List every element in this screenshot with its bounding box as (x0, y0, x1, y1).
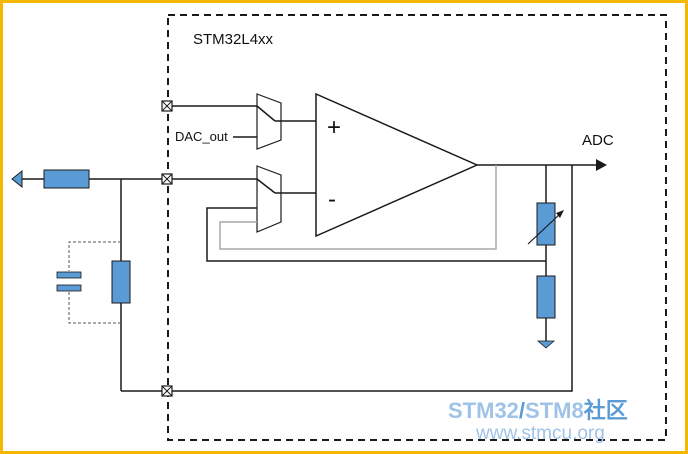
watermark-line1: STM32/STM8社区 (448, 398, 628, 423)
dac-out-label: DAC_out (175, 129, 228, 144)
adc-arrow-icon (596, 159, 607, 171)
ground-icon (536, 340, 556, 349)
pga-feedback-wire (206, 207, 546, 262)
shunt-resistor (111, 260, 131, 304)
cap-path-top (68, 241, 121, 271)
opamp-minus-sign: - (328, 186, 336, 213)
wire-output-return (172, 165, 573, 392)
capacitor-plate-top (56, 271, 82, 279)
pin-bottom (161, 385, 173, 397)
input-arrow-icon (11, 169, 23, 189)
chip-label: STM32L4xx (193, 31, 274, 48)
variable-resistor-arrowhead-icon (556, 210, 564, 218)
series-resistor (43, 169, 90, 189)
chip-boundary (167, 14, 667, 441)
variable-resistor-arrow (527, 212, 562, 245)
follower-feedback-wire (219, 165, 497, 250)
mux-top-switch (256, 105, 276, 122)
opamp-triangle (315, 92, 479, 238)
cap-path-bottom (68, 292, 121, 324)
mux-bottom-switch (256, 178, 276, 194)
capacitor-plate-bottom (56, 284, 82, 292)
pin-middle (161, 173, 173, 185)
watermark-line2: www.stmcu.org (475, 423, 605, 444)
divider-resistor-bottom (536, 275, 556, 319)
pin-top (161, 100, 173, 112)
mux-inverting (256, 165, 282, 233)
adc-label: ADC (582, 132, 614, 149)
variable-resistor (536, 202, 556, 246)
mux-noninverting (256, 93, 282, 150)
opamp-plus-sign: + (327, 114, 341, 141)
